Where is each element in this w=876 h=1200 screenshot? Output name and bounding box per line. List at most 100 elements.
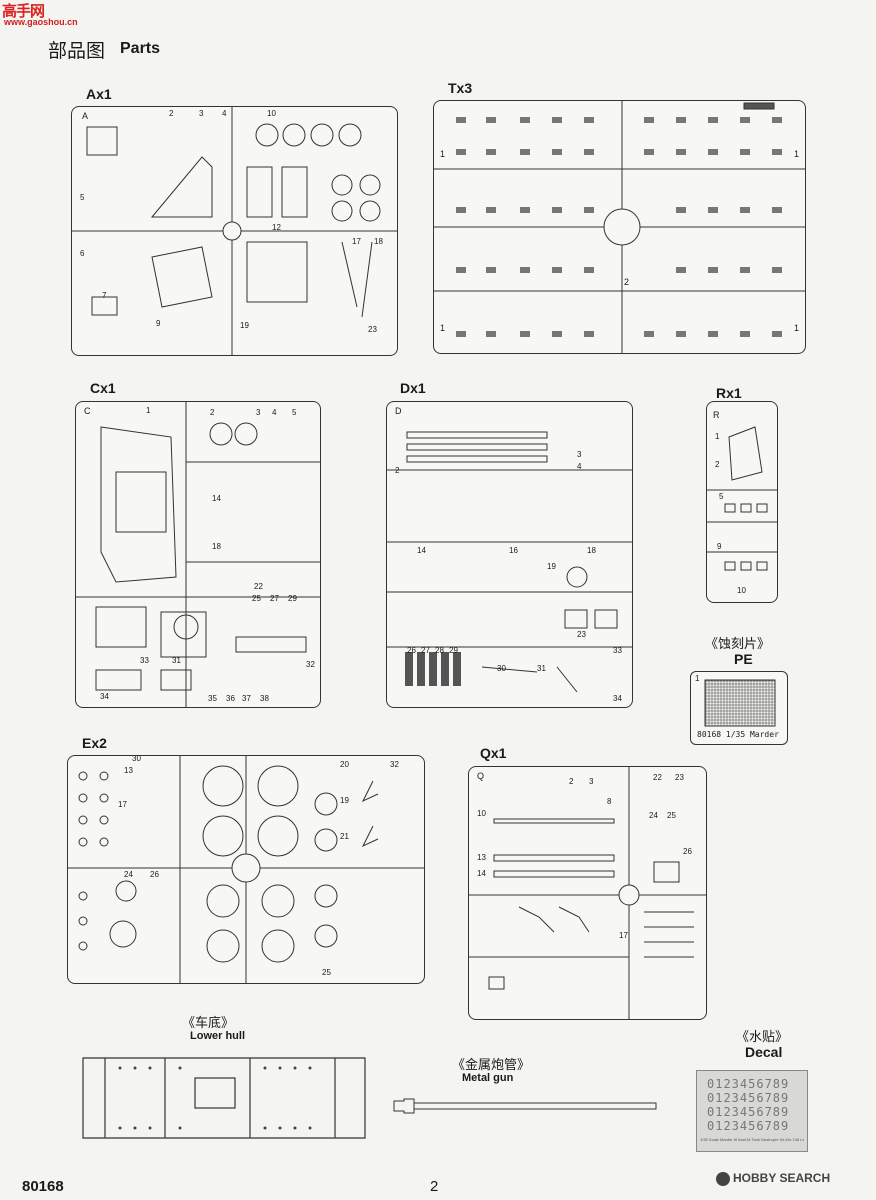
sprue-q-letter: Q bbox=[477, 771, 485, 781]
part-d-33: 33 bbox=[613, 646, 622, 655]
part-a-2: 2 bbox=[169, 109, 174, 118]
part-t-1c: 1 bbox=[440, 323, 446, 333]
sprue-a-drawing bbox=[72, 107, 397, 355]
pe-part-number: 1 bbox=[695, 674, 700, 683]
part-d-14: 14 bbox=[417, 546, 426, 555]
part-d-27: 27 bbox=[421, 646, 430, 655]
part-t-1b: 1 bbox=[794, 149, 800, 159]
part-a-19: 19 bbox=[240, 321, 249, 330]
part-r-2: 2 bbox=[715, 460, 720, 469]
part-r-9: 9 bbox=[717, 542, 722, 551]
part-a-18: 18 bbox=[374, 237, 383, 246]
site-watermark: 高手网 www.gaoshou.cn bbox=[0, 0, 78, 30]
part-c-1: 1 bbox=[146, 406, 151, 415]
lower-hull-caption-en: Lower hull bbox=[190, 1030, 245, 1042]
metal-gun-caption-cn: 《金属炮管》 bbox=[452, 1058, 531, 1073]
sprue-d-drawing bbox=[387, 431, 632, 693]
decal-row-3: 0123456789 bbox=[707, 1105, 790, 1119]
part-c-27: 27 bbox=[270, 594, 279, 603]
part-q-22: 22 bbox=[653, 773, 662, 782]
part-c-14: 14 bbox=[212, 494, 221, 503]
sprue-q-label: Qx1 bbox=[480, 745, 507, 761]
part-c-4: 4 bbox=[272, 408, 277, 417]
sprue-r-letter: R bbox=[713, 410, 720, 420]
sprue-t: 1 1 1 1 2 bbox=[433, 100, 806, 354]
part-c-33: 33 bbox=[140, 656, 149, 665]
decal-row-4: 0123456789 bbox=[707, 1119, 790, 1133]
metal-gun-drawing bbox=[393, 1098, 657, 1114]
part-c-25: 25 bbox=[252, 594, 261, 603]
part-a-3: 3 bbox=[199, 109, 204, 118]
part-a-17: 17 bbox=[352, 237, 361, 246]
kit-code: 80168 bbox=[22, 1178, 64, 1195]
part-d-2: 2 bbox=[395, 466, 400, 475]
sprue-q-drawing bbox=[469, 767, 706, 1019]
part-d-31: 31 bbox=[537, 664, 546, 673]
part-q-25: 25 bbox=[667, 811, 676, 820]
part-q-10: 10 bbox=[477, 809, 486, 818]
part-d-18: 18 bbox=[587, 546, 596, 555]
sprue-t-label: Tx3 bbox=[448, 80, 473, 96]
part-e-25: 25 bbox=[322, 968, 331, 977]
part-e-21: 21 bbox=[340, 832, 349, 841]
part-d-30: 30 bbox=[497, 664, 506, 673]
hobby-search-badge-icon bbox=[716, 1171, 730, 1186]
hobby-search-text: HOBBY SEARCH bbox=[733, 1171, 831, 1185]
part-c-32: 32 bbox=[306, 660, 315, 669]
decal-row-2: 0123456789 bbox=[707, 1091, 790, 1105]
part-a-10: 10 bbox=[267, 109, 276, 118]
sprue-r: R 1 2 5 9 10 bbox=[706, 401, 778, 603]
sprue-r-label: Rx1 bbox=[716, 385, 742, 401]
sprue-a-letter: A bbox=[82, 111, 89, 121]
part-c-29: 29 bbox=[288, 594, 297, 603]
part-q-14: 14 bbox=[477, 869, 486, 878]
part-d-29: 29 bbox=[449, 646, 458, 655]
part-a-4: 4 bbox=[222, 109, 227, 118]
part-c-34: 34 bbox=[100, 692, 109, 701]
part-r-5: 5 bbox=[719, 492, 724, 501]
sprue-e-drawing bbox=[68, 756, 424, 983]
metal-gun-caption-en: Metal gun bbox=[462, 1072, 514, 1084]
pe-fret-drawing bbox=[704, 679, 776, 727]
decal-footnote: 1/35 Scale Marder III Ausf.M Tank Destro… bbox=[700, 1137, 804, 1142]
part-c-22: 22 bbox=[254, 582, 263, 591]
decal-caption-cn: 《水贴》 bbox=[736, 1030, 789, 1045]
decal-caption-en: Decal bbox=[745, 1044, 783, 1060]
part-c-35: 35 bbox=[208, 694, 217, 703]
part-a-12: 12 bbox=[272, 223, 281, 232]
part-e-13: 13 bbox=[124, 766, 133, 775]
part-q-23: 23 bbox=[675, 773, 684, 782]
part-q-8: 8 bbox=[607, 797, 612, 806]
sprue-a: A 2 3 4 5 6 7 9 10 12 17 18 19 23 bbox=[71, 106, 398, 356]
watermark-url: www.gaoshou.cn bbox=[4, 17, 78, 27]
part-e-26: 26 bbox=[150, 870, 159, 879]
part-r-10: 10 bbox=[737, 586, 746, 595]
part-d-19: 19 bbox=[547, 562, 556, 571]
sprue-e-label: Ex2 bbox=[82, 735, 107, 751]
part-c-31: 31 bbox=[172, 656, 181, 665]
part-q-17: 17 bbox=[619, 931, 628, 940]
part-c-18: 18 bbox=[212, 542, 221, 551]
pe-caption-en: PE bbox=[734, 651, 753, 667]
part-c-3: 3 bbox=[256, 408, 261, 417]
part-d-34: 34 bbox=[613, 694, 622, 703]
sprue-c-drawing bbox=[76, 402, 320, 707]
part-c-2: 2 bbox=[210, 408, 215, 417]
sprue-a-label: Ax1 bbox=[86, 86, 112, 102]
part-d-26: 26 bbox=[407, 646, 416, 655]
decal-row-1: 0123456789 bbox=[707, 1077, 790, 1091]
pe-plate-text: 80168 1/35 Marder bbox=[697, 730, 779, 739]
part-a-23: 23 bbox=[368, 325, 377, 334]
part-d-3: 3 bbox=[577, 450, 582, 459]
sprue-r-drawing bbox=[707, 426, 777, 571]
part-q-24: 24 bbox=[649, 811, 658, 820]
part-a-9: 9 bbox=[156, 319, 161, 328]
part-e-32: 32 bbox=[390, 760, 399, 769]
part-e-24: 24 bbox=[124, 870, 133, 879]
page-number: 2 bbox=[430, 1178, 439, 1195]
part-q-3: 3 bbox=[589, 777, 594, 786]
pe-caption-cn: 《蚀刻片》 bbox=[705, 637, 771, 652]
part-a-6: 6 bbox=[80, 249, 85, 258]
sprue-q: Q 2 3 8 10 13 14 17 22 23 24 25 26 bbox=[468, 766, 707, 1020]
sprue-t-drawing bbox=[434, 101, 805, 353]
